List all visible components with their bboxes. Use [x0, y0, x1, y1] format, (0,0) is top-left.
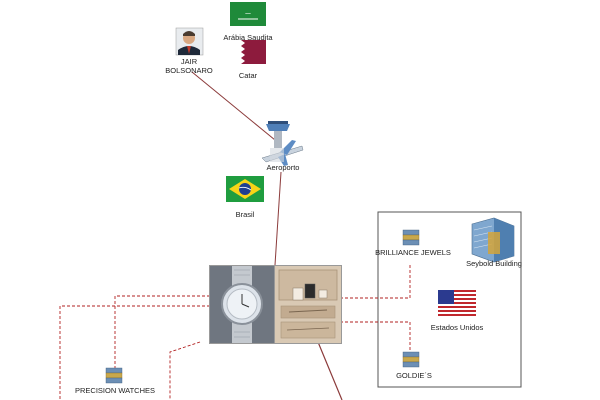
bolsonaro-label-line2: BOLSONARO — [165, 66, 213, 75]
goldies-server-icon — [402, 351, 420, 368]
us-group-box — [377, 211, 522, 388]
usa-label: Estados Unidos — [430, 323, 484, 332]
bolsonaro-label: JAIR BOLSONARO — [165, 57, 213, 75]
jewelry-box-photo-image — [275, 266, 341, 343]
airport-icon — [261, 121, 304, 166]
link-watch-left — [59, 305, 210, 400]
link-airport-brazil — [274, 171, 282, 266]
brilliance-server-icon — [402, 229, 420, 246]
saudi-label: Arábia Saudita — [223, 33, 273, 42]
usa-flag-icon — [438, 290, 476, 316]
watch-photo — [209, 265, 275, 344]
link-bolsonaro-airport — [191, 71, 276, 141]
saudi-flag-icon: ـــ — [230, 2, 266, 26]
goldies-label: GOLDIE´S — [396, 371, 432, 380]
qatar-label: Catar — [238, 71, 258, 80]
qatar-flag-icon — [230, 40, 266, 64]
brilliance-label: BRILLIANCE JEWELS — [375, 248, 451, 257]
link-box-brilliance — [340, 265, 411, 299]
precision-server-icon — [105, 367, 123, 384]
precision-label: PRECISION WATCHES — [74, 386, 156, 395]
bolsonaro-label-line1: JAIR — [180, 57, 198, 66]
link-watch-precision — [114, 295, 210, 368]
link-watch-lower — [169, 341, 201, 400]
building-icon — [471, 217, 515, 263]
brazil-label: Brasil — [235, 210, 255, 219]
seybold-label: Seybold Building — [466, 259, 522, 268]
watch-photo-image — [210, 266, 274, 343]
person-portrait-icon — [175, 27, 204, 56]
svg-text:ـــ: ـــ — [244, 9, 251, 16]
link-box-down — [317, 341, 343, 400]
airport-label: Aeroporto — [266, 163, 300, 172]
brazil-flag-icon — [226, 176, 264, 202]
jewelry-box-photo — [274, 265, 342, 344]
link-box-goldies — [340, 321, 411, 350]
